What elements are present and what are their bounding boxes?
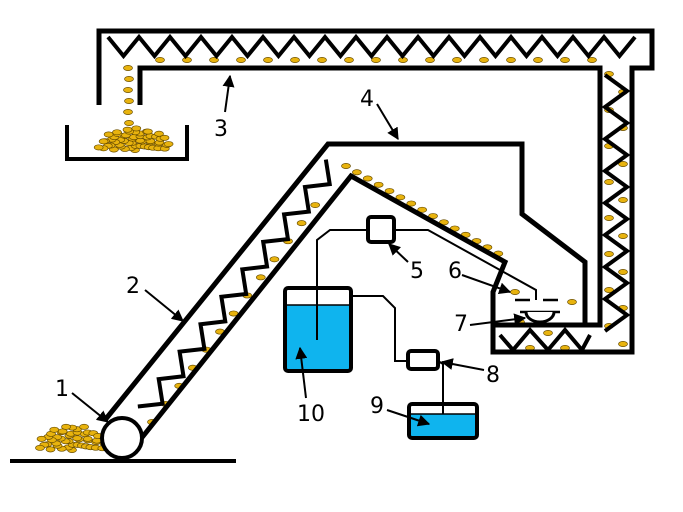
grain	[618, 269, 628, 275]
grain	[618, 197, 628, 203]
grain	[123, 87, 133, 93]
grain	[163, 141, 174, 147]
grain	[618, 341, 628, 347]
grain	[425, 57, 435, 63]
label-1: 1	[55, 377, 69, 402]
grain	[124, 98, 134, 104]
grain	[36, 435, 47, 442]
grain	[317, 57, 327, 63]
grain	[479, 57, 489, 63]
label-10: 10	[297, 402, 325, 427]
pump-5	[366, 215, 396, 244]
grain	[560, 57, 570, 63]
grain	[310, 202, 321, 208]
grain	[255, 274, 266, 281]
grain	[124, 76, 134, 82]
grain	[143, 128, 153, 135]
grain	[587, 57, 597, 63]
grain	[371, 57, 381, 63]
drive-pulley	[100, 416, 144, 460]
grain	[98, 138, 109, 145]
grain	[131, 125, 142, 132]
pump-8	[406, 349, 440, 371]
grain	[352, 169, 362, 176]
tank-9	[407, 402, 479, 440]
grain	[362, 175, 373, 182]
grain	[290, 57, 300, 63]
nozzle	[515, 298, 560, 324]
grain	[567, 299, 577, 305]
grain	[373, 181, 384, 188]
inclined-conveyor-upper	[103, 141, 588, 422]
grain	[384, 188, 395, 194]
grain	[604, 287, 614, 293]
grain	[72, 435, 83, 442]
grain	[452, 57, 462, 63]
grain	[124, 120, 134, 126]
label-7: 7	[454, 312, 468, 337]
grain	[103, 131, 114, 138]
inclined-conveyor-lower	[138, 172, 509, 442]
grain	[123, 65, 133, 71]
grain	[155, 57, 165, 63]
grain	[45, 446, 56, 453]
grain	[236, 57, 246, 63]
callout-arrows	[71, 74, 527, 427]
grain	[154, 130, 164, 137]
grain	[93, 144, 104, 151]
grain	[395, 194, 406, 201]
grain	[122, 126, 133, 133]
grain	[417, 206, 428, 213]
label-2: 2	[126, 274, 140, 299]
grain	[112, 129, 122, 136]
label-5: 5	[410, 259, 424, 284]
vertical-flights	[601, 73, 631, 333]
grain	[439, 219, 449, 226]
grain	[543, 330, 553, 336]
grain	[182, 57, 192, 63]
grain	[344, 57, 354, 63]
grain	[35, 444, 45, 451]
grain	[296, 220, 307, 227]
label-9: 9	[370, 394, 384, 419]
grain	[428, 213, 438, 219]
grain	[269, 256, 280, 263]
grain	[49, 426, 60, 433]
grain	[618, 161, 628, 167]
grain	[510, 289, 520, 295]
label-6: 6	[448, 259, 462, 284]
grain	[341, 163, 351, 169]
grain	[604, 215, 614, 221]
grain	[533, 57, 543, 63]
grain	[79, 423, 89, 430]
tank-9-water	[409, 414, 477, 438]
top-flights	[106, 33, 637, 60]
grain	[263, 57, 273, 63]
collection-hopper	[65, 125, 189, 161]
top-conveyor-housing	[96, 28, 655, 355]
incline-flights	[137, 159, 333, 409]
grain	[618, 233, 628, 239]
grain	[123, 109, 133, 115]
label-8: 8	[486, 363, 500, 388]
grain	[61, 423, 71, 430]
grain	[406, 200, 417, 207]
label-3: 3	[214, 117, 228, 142]
grain-layer	[35, 57, 628, 453]
grain	[604, 179, 614, 185]
label-4: 4	[360, 87, 374, 112]
grain	[159, 134, 170, 141]
grain	[604, 251, 614, 257]
grain	[506, 57, 516, 63]
